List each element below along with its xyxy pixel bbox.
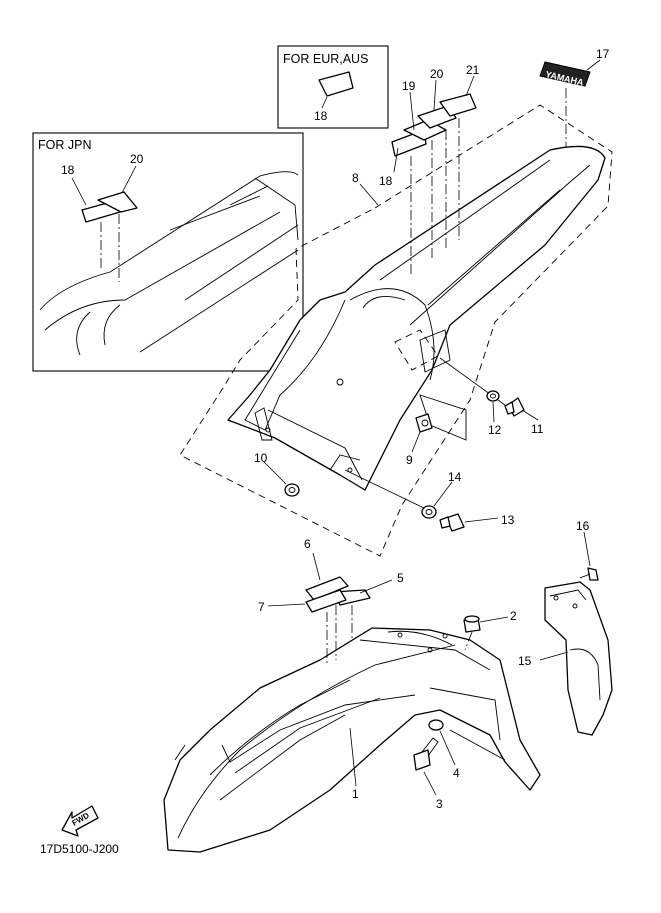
yamaha-decal-17: YAMAHA [539,59,601,155]
callout-8: 8 [352,171,359,185]
leader-lines [263,75,591,796]
callout-12: 12 [488,423,502,437]
callout-4: 4 [453,766,460,780]
inset-jpn: FOR JPN 18 20 [32,132,304,372]
callout-17: 17 [596,47,610,61]
decal-20-jpn [97,191,138,213]
callout-20-jpn: 20 [130,152,144,166]
screw-16 [579,567,599,581]
inset-eur-aus: FOR EUR,AUS 18 [277,45,389,129]
callouts: 1 2 3 4 5 6 7 8 9 10 11 12 13 14 15 16 1… [254,47,610,811]
nut-9 [415,413,433,433]
washer-12 [486,390,500,402]
decal-18-eur [318,71,354,97]
fender-guard-15 [544,581,613,736]
front-fender [163,627,541,853]
bolt-13 [439,513,465,532]
callout-3: 3 [436,797,443,811]
callout-18-eur: 18 [314,109,328,123]
callout-11: 11 [531,422,544,436]
callout-19: 19 [402,79,416,93]
front-fender-assembly [163,576,541,853]
callout-15: 15 [518,654,532,668]
collar-10 [284,483,300,497]
bolt-11 [439,357,525,417]
decal-7 [305,589,347,613]
inset-eur-aus-title: FOR EUR,AUS [283,52,368,66]
inset-jpn-title: FOR JPN [38,138,91,152]
callout-13: 13 [501,513,515,527]
callout-7: 7 [258,600,265,614]
decal-6 [305,576,349,601]
callout-14: 14 [448,470,462,484]
callout-16: 16 [576,519,590,533]
decal-21 [439,93,477,117]
callout-9: 9 [406,453,413,467]
rear-fender-assembly [179,93,613,557]
callout-18-jpn: 18 [61,163,75,177]
washer-14 [344,469,437,519]
callout-6: 6 [304,537,311,551]
washer-4 [428,719,444,731]
nut-2 [463,615,481,651]
callout-20: 20 [430,67,444,81]
callout-2: 2 [510,609,517,623]
callout-1: 1 [352,787,359,801]
callout-21: 21 [466,63,480,77]
callout-18: 18 [379,174,393,188]
drawing-code: 17D5100-J200 [40,842,119,856]
fwd-arrow: FWD [61,805,99,837]
callout-10: 10 [254,451,268,465]
assembly-outline [179,104,613,557]
callout-5: 5 [397,571,404,585]
bolt-3 [413,737,439,771]
